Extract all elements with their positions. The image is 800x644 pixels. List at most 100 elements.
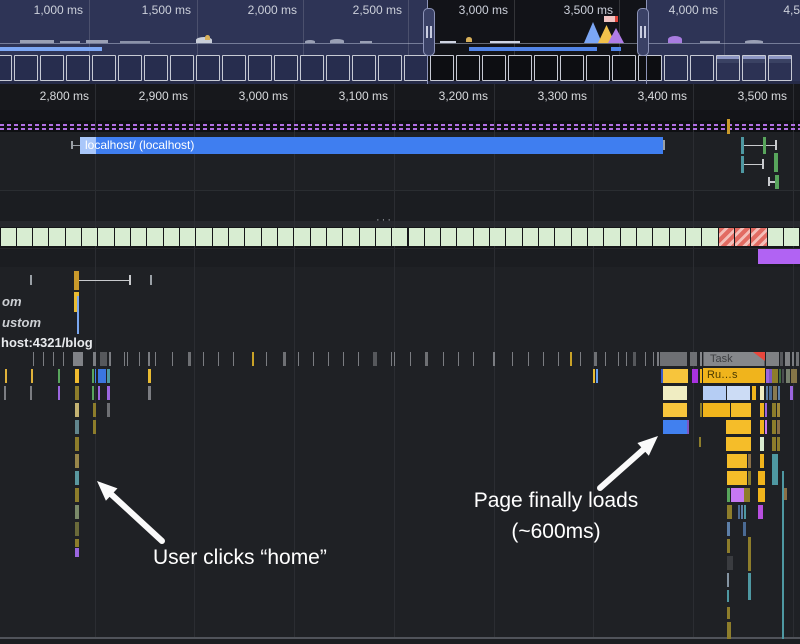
filmstrip-thumbnail[interactable] [0, 55, 12, 81]
flame-bar[interactable] [313, 352, 314, 366]
flame-bar[interactable] [748, 537, 751, 571]
frame-cell[interactable] [359, 228, 375, 246]
flame-bar[interactable] [692, 369, 698, 383]
flame-bar[interactable] [752, 386, 756, 400]
filmstrip-thumbnail[interactable] [742, 55, 766, 81]
frame-cell[interactable] [16, 228, 33, 246]
frame-cell[interactable] [228, 228, 245, 246]
flame-bar[interactable] [558, 352, 559, 366]
flame-bar[interactable] [700, 403, 702, 417]
frame-cell[interactable] [751, 228, 767, 246]
flame-bar[interactable] [139, 352, 140, 366]
flame-bar[interactable] [58, 386, 60, 400]
frame-cell[interactable] [783, 228, 800, 246]
flame-bar[interactable] [75, 437, 79, 451]
network-item[interactable] [663, 140, 665, 150]
flame-bar[interactable] [98, 369, 106, 383]
flame-bar[interactable] [760, 420, 764, 434]
frames-track-header[interactable] [0, 221, 800, 227]
filmstrip-thumbnail[interactable] [716, 55, 740, 81]
flame-bar[interactable] [93, 403, 96, 417]
filmstrip-thumbnail[interactable] [690, 55, 714, 81]
network-item[interactable] [71, 144, 80, 146]
flame-bar[interactable] [748, 454, 751, 468]
flame-bar[interactable] [252, 352, 254, 366]
flame-bar[interactable] [543, 352, 544, 366]
frame-cell[interactable] [620, 228, 636, 246]
flame-bar[interactable] [92, 386, 94, 400]
network-item[interactable] [727, 119, 730, 134]
frame-cell[interactable] [98, 228, 114, 246]
flame-bar[interactable] [727, 488, 730, 502]
flame-bar[interactable] [744, 505, 746, 519]
frame-cell[interactable] [261, 228, 277, 246]
flame-bar[interactable] [328, 352, 329, 366]
flame-bar[interactable] [792, 352, 794, 366]
flame-bar[interactable] [124, 352, 125, 366]
flame-bar[interactable] [410, 352, 411, 366]
network-item[interactable] [775, 140, 777, 150]
flame-bar[interactable] [580, 352, 581, 366]
flame-bar[interactable] [727, 590, 729, 602]
flame-bar[interactable] [394, 352, 395, 366]
frame-cell[interactable] [767, 228, 783, 246]
frame-cell[interactable] [49, 228, 65, 246]
flame-bar[interactable] [782, 471, 784, 639]
flame-bar[interactable] [458, 352, 459, 366]
network-item[interactable] [744, 163, 763, 165]
flame-bar[interactable] [75, 548, 79, 557]
filmstrip-thumbnail[interactable] [560, 55, 584, 81]
flame-bar[interactable] [769, 369, 772, 383]
frame-cell[interactable] [571, 228, 587, 246]
flame-bar[interactable] [63, 352, 64, 366]
track-item[interactable] [129, 275, 131, 285]
flame-bar[interactable] [760, 454, 764, 468]
flame-bar[interactable] [172, 352, 173, 366]
flame-bar[interactable] [605, 352, 606, 366]
flame-bar[interactable] [758, 488, 765, 502]
frame-cell[interactable] [131, 228, 147, 246]
flame-bar[interactable] [33, 352, 34, 366]
flame-bar[interactable] [772, 454, 778, 485]
frame-cell[interactable] [424, 228, 441, 246]
flame-bar[interactable] [53, 352, 54, 366]
flame-bar[interactable] [744, 488, 750, 502]
flame-bar[interactable] [107, 386, 110, 400]
frame-cell[interactable] [588, 228, 604, 246]
flame-bar[interactable] [657, 352, 659, 366]
flame-bar[interactable] [203, 352, 204, 366]
flame-bar[interactable] [663, 386, 687, 400]
flame-bar[interactable] [188, 352, 191, 366]
flame-bar[interactable] [653, 352, 654, 366]
filmstrip-thumbnail[interactable] [144, 55, 168, 81]
frame-cell[interactable] [490, 228, 506, 246]
flame-bar[interactable] [727, 522, 730, 536]
frame-cell[interactable] [245, 228, 261, 246]
flame-bar[interactable] [75, 386, 79, 400]
flame-bar[interactable] [618, 352, 619, 366]
flame-bar[interactable] [663, 420, 687, 434]
flame-bar[interactable] [596, 369, 598, 383]
flame-bar[interactable] [660, 352, 687, 366]
flame-bar[interactable] [570, 352, 572, 366]
filmstrip-thumbnail[interactable] [456, 55, 480, 81]
flame-bar[interactable] [75, 420, 79, 434]
flame-bar[interactable] [5, 369, 7, 383]
flame-bar[interactable] [283, 352, 286, 366]
flame-bar[interactable] [731, 403, 751, 417]
flame-bar[interactable] [75, 403, 79, 417]
frame-cell[interactable] [277, 228, 294, 246]
track-item[interactable] [758, 249, 800, 264]
network-item[interactable] [741, 137, 744, 154]
flame-bar[interactable] [75, 505, 79, 519]
track-item[interactable] [150, 275, 152, 285]
flame-bar[interactable] [741, 505, 743, 519]
flame-bar[interactable] [512, 352, 513, 366]
filmstrip-thumbnail[interactable] [430, 55, 454, 81]
flame-bar[interactable] [772, 369, 778, 383]
flame-bar[interactable] [778, 386, 780, 400]
flame-bar[interactable] [391, 352, 392, 366]
frames-overflow-dots-icon[interactable]: ··· [376, 214, 393, 226]
frame-cell[interactable] [734, 228, 751, 246]
flame-bar[interactable] [690, 352, 697, 366]
